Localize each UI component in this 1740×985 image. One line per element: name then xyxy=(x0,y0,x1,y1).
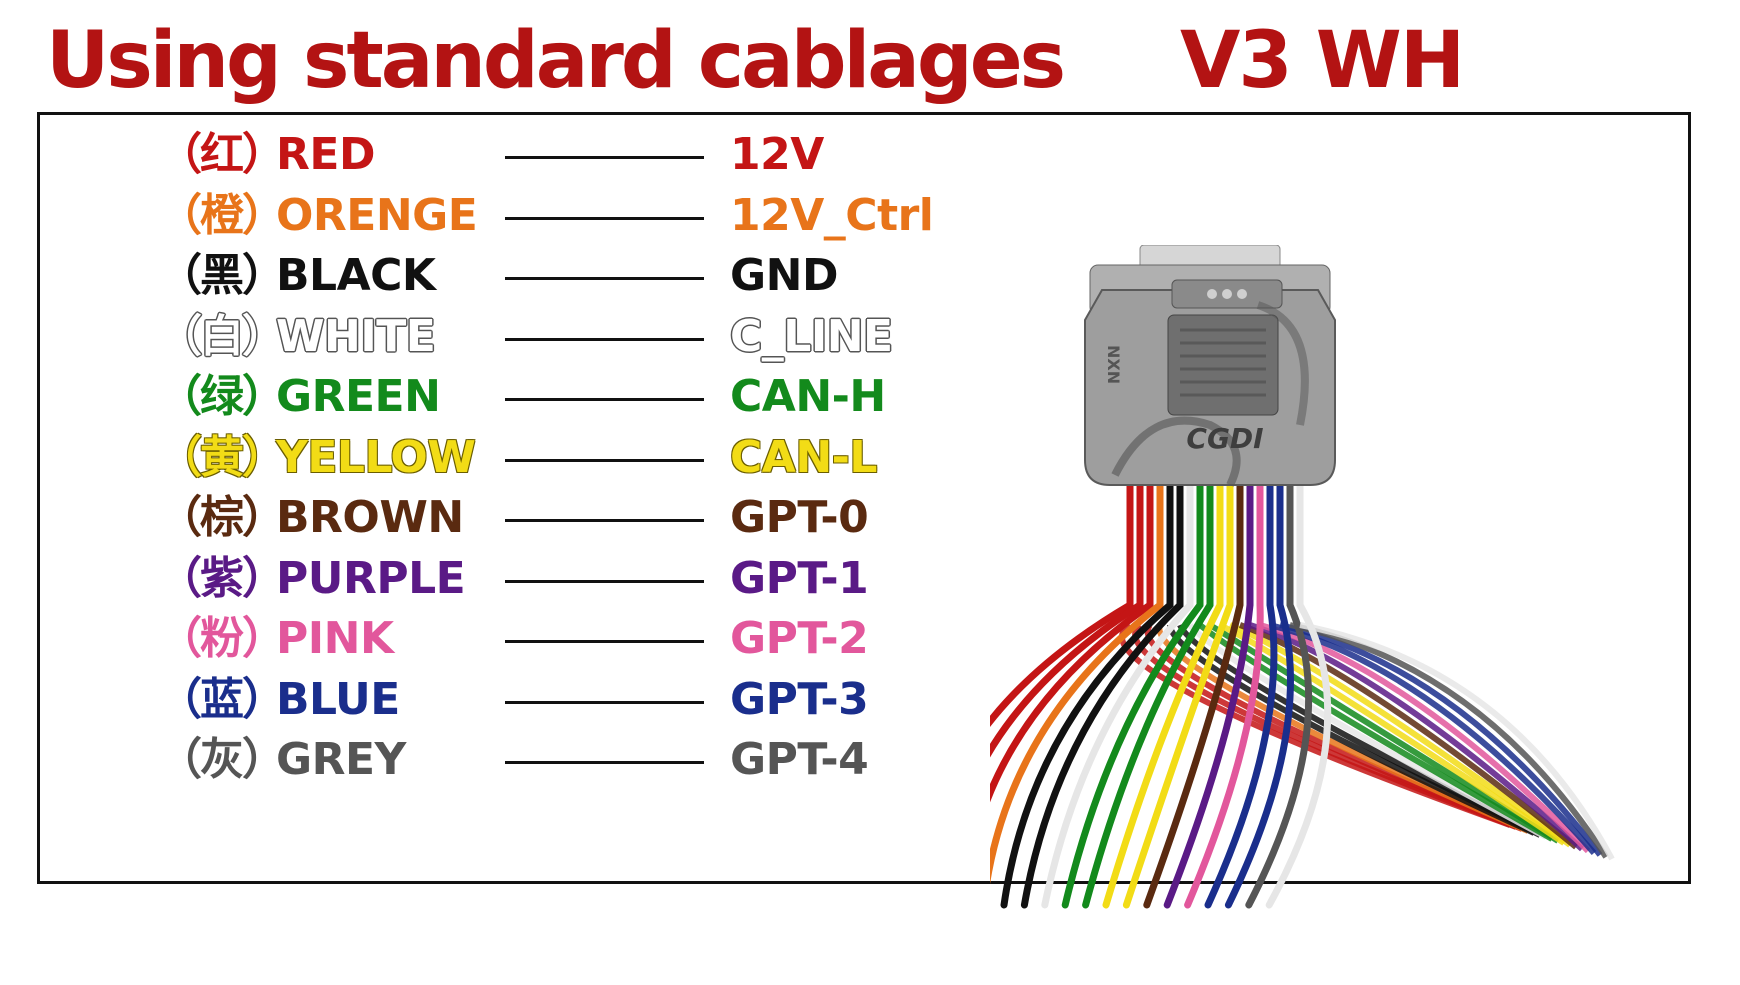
wire-row: （紫）PURPLE GPT-1 xyxy=(40,545,1000,612)
wire-row: （粉）PINK GPT-2 xyxy=(40,605,1000,672)
wire-signal: 12V xyxy=(730,129,824,180)
cable-wire xyxy=(1102,481,1224,909)
wire-color-name: RED xyxy=(276,129,375,180)
cable-wire xyxy=(990,481,1144,758)
wire-chinese-label: （棕） xyxy=(158,492,286,543)
wire-signal: GPT-2 xyxy=(730,613,869,664)
wire-color-name: GREEN xyxy=(276,371,441,422)
wire-color-name: YELLOW xyxy=(276,431,476,483)
connector-line xyxy=(505,156,704,159)
cable-bundle xyxy=(990,481,1615,909)
wire-signal: GND xyxy=(730,250,838,301)
wire-row: （橙）ORENGE 12V_Ctrl xyxy=(40,182,1000,249)
wire-row: （棕）BROWN GPT-0 xyxy=(40,484,1000,551)
connector-line xyxy=(505,579,704,583)
wire-signal: C_LINE xyxy=(730,310,893,362)
wire-row: （黄）YELLOW CAN-L xyxy=(40,424,1000,491)
wire-chinese-label: （黑） xyxy=(158,250,286,301)
cable-wire xyxy=(1020,481,1184,909)
wire-color-name: GREY xyxy=(276,734,406,785)
wire-chinese-label: （橙） xyxy=(158,189,286,241)
wire-signal: CAN-L xyxy=(730,431,877,483)
cable-wire-branch xyxy=(1299,622,1615,861)
wire-signal: GPT-0 xyxy=(730,492,869,543)
wire-chinese-label: （蓝） xyxy=(158,673,286,725)
wire-chinese-label: （灰） xyxy=(158,734,286,785)
wire-chinese-label: （红） xyxy=(158,129,286,180)
wire-color-name: ORENGE xyxy=(276,189,478,241)
cable-wire xyxy=(990,481,1134,727)
wire-signal: GPT-3 xyxy=(730,673,869,725)
wire-row: （灰）GREY GPT-4 xyxy=(40,726,1000,793)
connector-line xyxy=(505,761,704,764)
cable-wire-branch xyxy=(1289,622,1609,859)
device-brand-label: CGDI xyxy=(1186,422,1263,455)
connector-line xyxy=(505,216,704,220)
connector-line xyxy=(505,640,704,643)
wire-row: （黑）BLACK GND xyxy=(40,242,1000,309)
wire-color-name: WHITE xyxy=(276,310,436,362)
wire-row: （白）WHITE C_LINE xyxy=(40,303,1000,370)
connector-line xyxy=(505,519,704,522)
cable-device-illustration: CGDI NXN xyxy=(990,245,1615,909)
cable-wire xyxy=(1000,481,1174,909)
wire-chinese-label: （紫） xyxy=(158,552,286,604)
wire-chinese-label: （黄） xyxy=(158,431,286,483)
wire-color-name: PURPLE xyxy=(276,552,466,604)
wire-signal: GPT-1 xyxy=(730,552,869,604)
cable-wire xyxy=(1122,481,1234,909)
wire-color-name: BROWN xyxy=(276,492,464,543)
connector-line xyxy=(505,700,704,704)
wire-color-name: BLUE xyxy=(276,673,400,725)
wire-chinese-label: （白） xyxy=(158,310,286,362)
wire-color-name: PINK xyxy=(276,613,394,664)
wire-color-name: BLACK xyxy=(276,250,436,301)
cable-wire xyxy=(1041,481,1194,909)
wire-chinese-label: （粉） xyxy=(158,613,286,664)
wire-row: （绿）GREEN CAN-H xyxy=(40,363,1000,430)
page-title: Using standard cablages xyxy=(46,16,1066,106)
wire-signal: 12V_Ctrl xyxy=(730,189,934,241)
wire-signal: GPT-4 xyxy=(730,734,869,785)
wire-row: （红）RED 12V xyxy=(40,121,1000,188)
cable-wire xyxy=(990,481,1164,885)
wire-row: （蓝）BLUE GPT-3 xyxy=(40,666,1000,733)
cable-wire xyxy=(990,481,1154,803)
wire-signal: CAN-H xyxy=(730,371,886,422)
cable-wire xyxy=(1082,481,1214,909)
connector-line xyxy=(505,337,704,341)
connector-body xyxy=(1084,245,1336,487)
cable-wire xyxy=(1143,481,1244,909)
wire-chinese-label: （绿） xyxy=(158,371,286,422)
cable-wire xyxy=(1061,481,1204,909)
connector-line xyxy=(505,398,704,401)
connector-line xyxy=(505,277,704,280)
model-label: V3 WH xyxy=(1180,16,1465,106)
device-side-mark: NXN xyxy=(1104,345,1123,384)
cable-wire-branch xyxy=(1279,622,1603,857)
cable-wire xyxy=(1163,481,1254,909)
connector-line xyxy=(505,458,704,462)
